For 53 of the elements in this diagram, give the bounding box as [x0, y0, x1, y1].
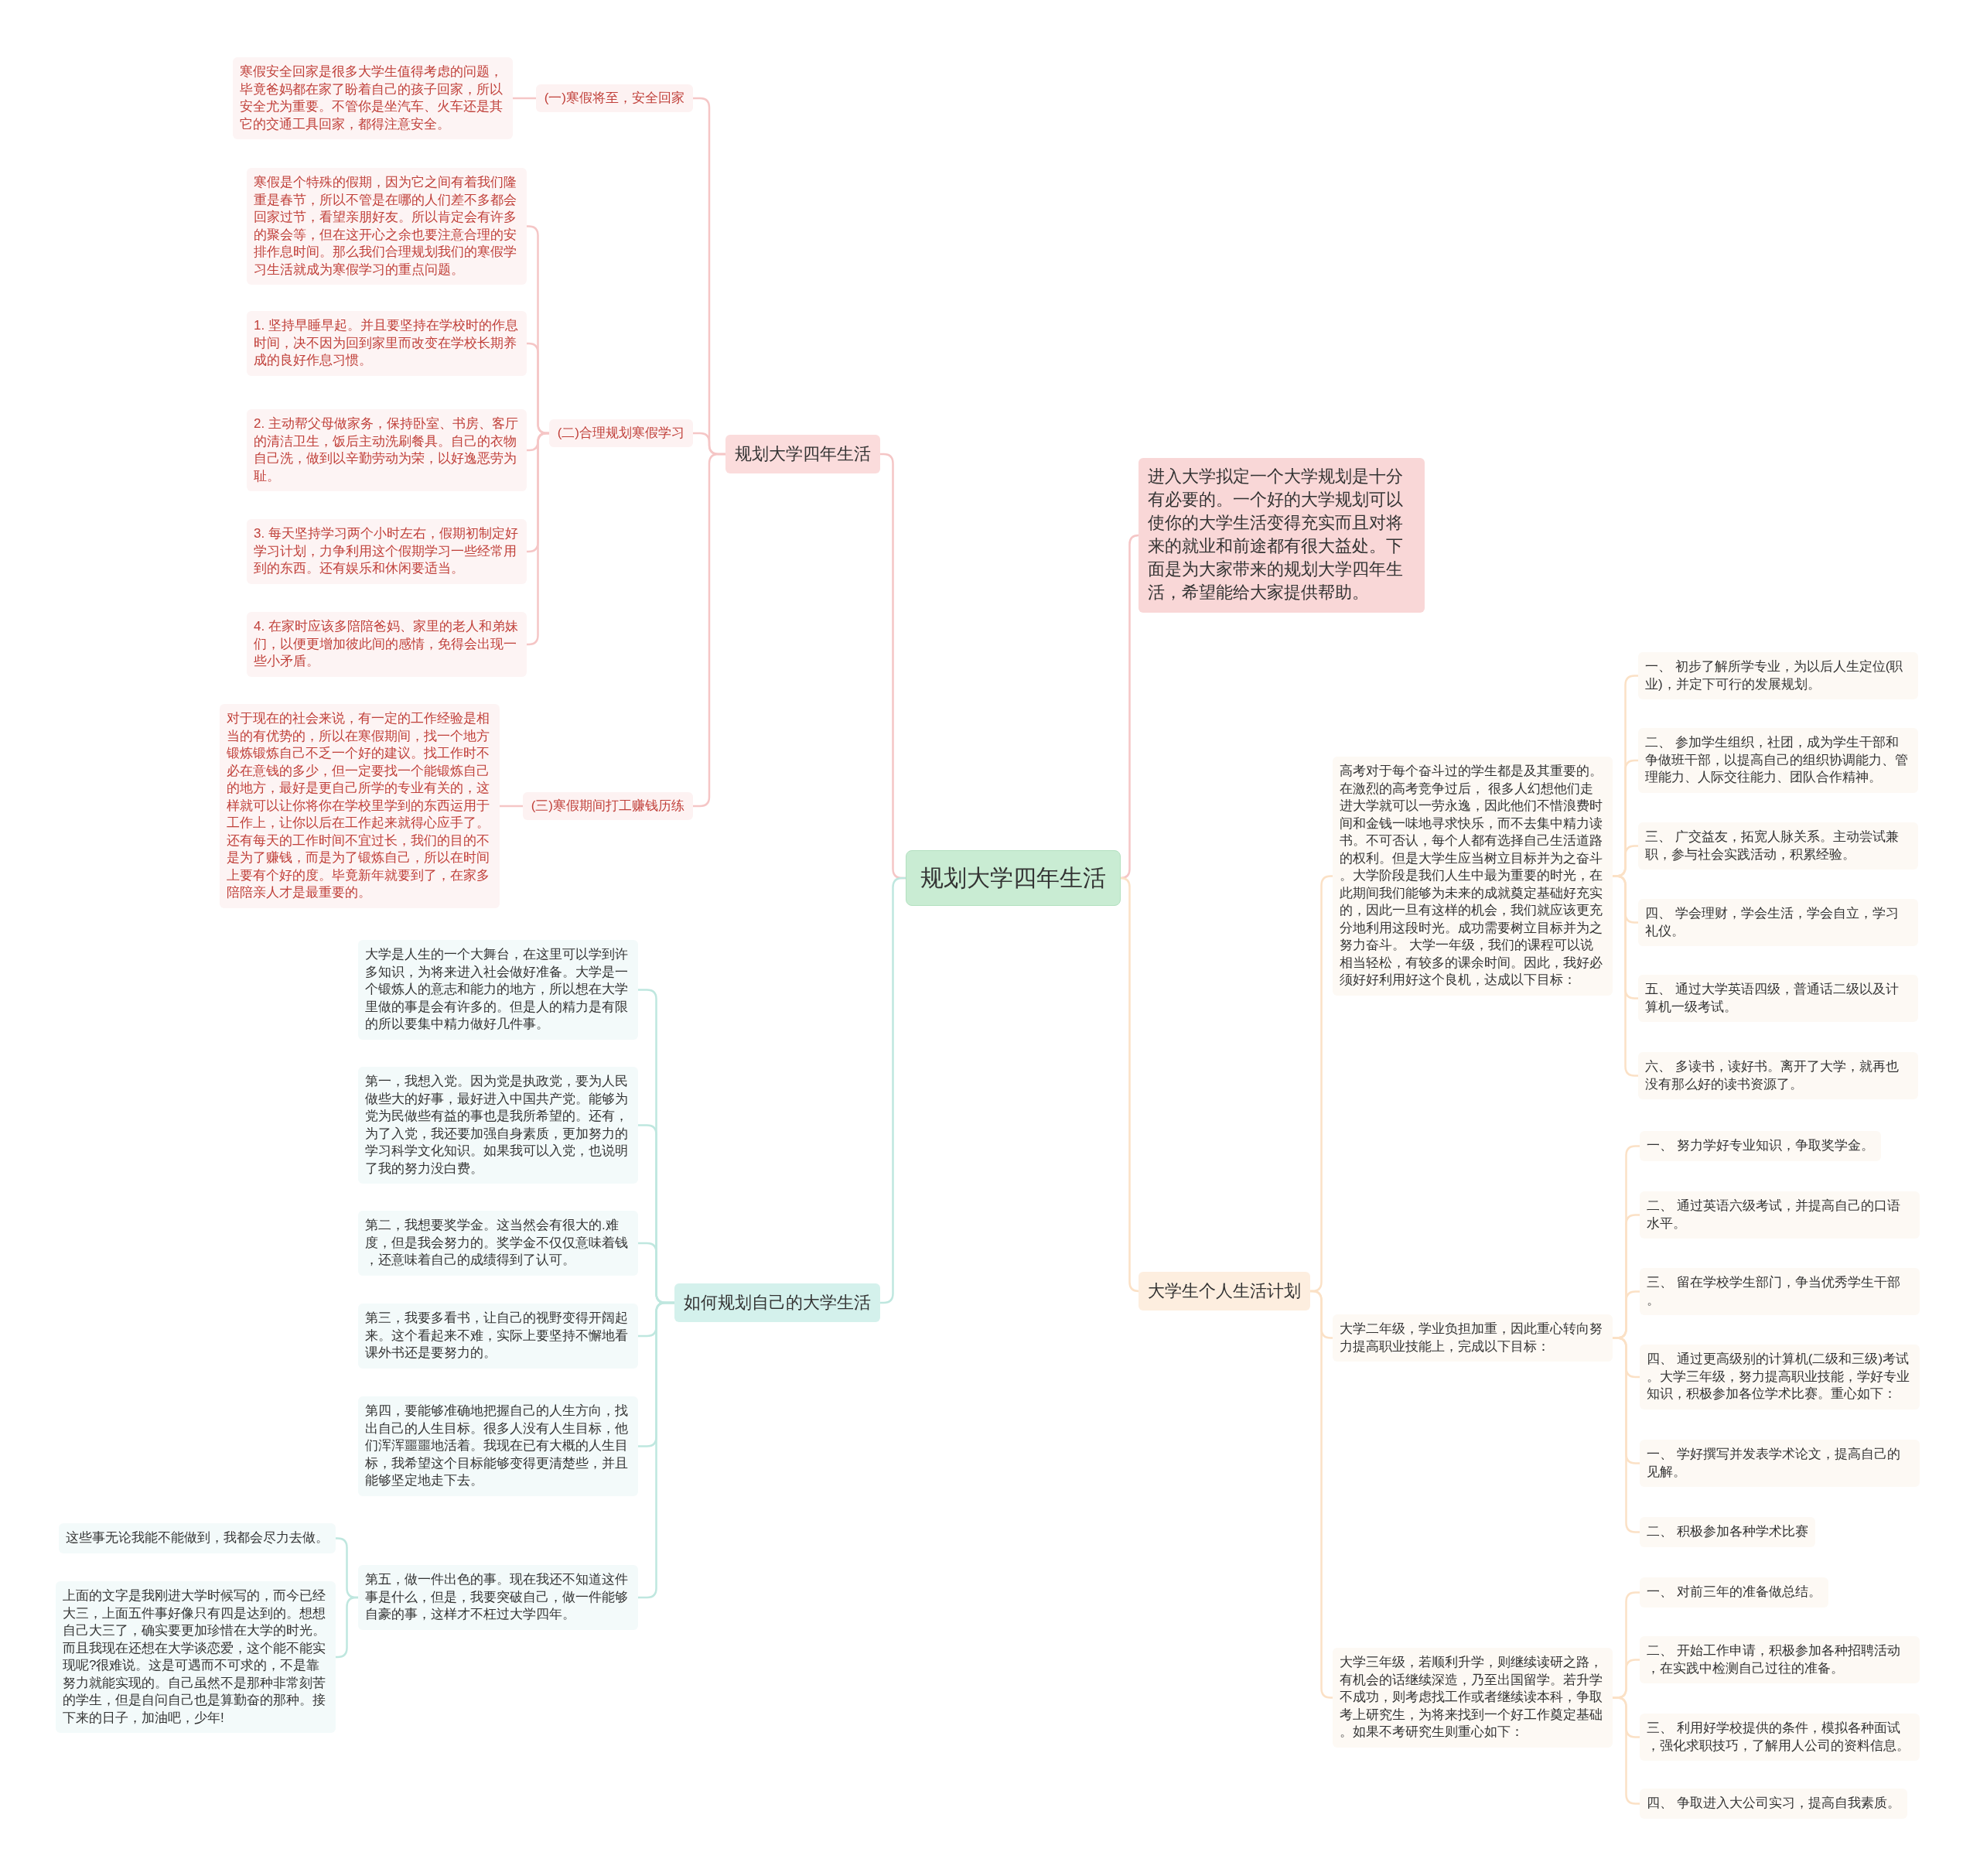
- connector-line: [527, 432, 549, 646]
- connector-line: [1309, 1290, 1333, 1699]
- note-box: 四、 通过更高级别的计算机(二级和三级)考试。大学三年级，努力提高职业技能，学好专业知识，积极参加各位学术比赛。重心如下：: [1640, 1345, 1920, 1410]
- note-box: 1. 坚持早睡早起。并且要坚持在学校时的作息时间，决不因为回到家里而改变在学校长期养成的良好作息习惯。: [247, 311, 527, 376]
- connector-line: [638, 1301, 674, 1599]
- connector-line: [1119, 876, 1140, 1293]
- note-box: 高考对于每个奋斗过的学生都是及其重要的。在激烈的高考竞争过后， 很多人幻想他们走进大学就可以一劳永逸，因此他们不惜浪费时间和金钱一味地寻求快乐，而不去集中精力读书。不可否认，每个人都有选择自己生活道路的权利。但是大学生应当树立目标并为之奋斗。大学阶段是我们人生中最为重要的时光，在此期间我们能够为未来的成就奠定基础好充实的，因此一旦有这样的机会，我们就应该更充分地利用这段时光。成功需要树立目标并为之努力奋斗。 大学一年级，我们的课程可以说相当轻松，有较多的课余时间。因此，我好必须好好利用好这个良机，达成以下目标：: [1333, 757, 1613, 996]
- note-box: 对于现在的社会来说，有一定的工作经验是相当的有优势的，所以在寒假期间，找一个地方锻炼锻炼自己不乏一个好的建议。找工作时不必在意钱的多少，但一定要找一个能锻炼自己的地方，最好是更自己所学的专业有关的，这样就可以让你将你在学校里学到的东西运用于工作上，让你以后在工作起来就得心应手了。还有每天的工作时间不宜过长，我们的目的不是为了赚钱，而是为了锻炼自己，所以在时间上要有个好的度。毕竟新年就要到了，在家多陪陪亲人才是最重要的。: [220, 704, 500, 908]
- subtopic-box: (一)寒假将至，安全回家: [535, 84, 693, 112]
- note-box: 第五，做一件出色的事。现在我还不知道这件事是什么，但是，我要突破自己，做一件能够自豪的事，这样才不枉过大学四年。: [358, 1565, 638, 1630]
- branch-box: 规划大学四年生活: [725, 435, 880, 473]
- note-box: 第四，要能够准确地把握自己的人生方向，找出自己的人生目标。很多人没有人生目标，他们浑浑噩噩地活着。我现在已有大概的人生目标，我希望这个目标能够变得更清楚些，并且能够坚定地走下去。: [358, 1396, 638, 1496]
- connector-line: [1613, 1697, 1640, 1805]
- note-box: 大学二年级，学业负担加重，因此重心转向努力提高职业技能上，完成以下目标：: [1333, 1314, 1613, 1362]
- note-box: 寒假是个特殊的假期，因为它之间有着我们隆重是春节，所以不管是在哪的人们差不多都会回家过节，看望亲朋好友。所以肯定会有许多的聚会等，但在这开心之余也要注意合理的安排作息时间。那么我们合理规划我们的寒假学习生活就成为寒假学习的重点问题。: [247, 168, 527, 285]
- note-box: 大学是人生的一个大舞台，在这里可以学到许多知识，为将来进入社会做好准备。大学是一个锻炼人的意志和能力的地方，所以想在大学里做的事是会有许多的。但是人的精力是有限的所以要集中精力做好几件事。: [358, 940, 638, 1040]
- note-box: 4. 在家时应该多陪陪爸妈、家里的老人和弟妹们，以便更增加彼此间的感情，免得会出现一些小矛盾。: [247, 612, 527, 677]
- connector-line: [336, 1596, 358, 1659]
- branch-box: 如何规划自己的大学生活: [674, 1283, 880, 1322]
- connector-line: [1613, 1337, 1640, 1533]
- note-box: 三、 利用好学校提供的条件，模拟各种面试，强化求职技巧，了解用人公司的资料信息。: [1640, 1714, 1920, 1761]
- note-box: 二、 开始工作申请，积极参加各种招聘活动，在实践中检测自己过往的准备。: [1640, 1636, 1920, 1683]
- text-box: 进入大学拟定一个大学规划是十分有必要的。一个好的大学规划可以使你的大学生活变得充实而且对将来的就业和前途都有很大益处。下面是为大家带来的规划大学四年生活，希望能给大家提供帮助。: [1138, 458, 1425, 613]
- note-box: 二、 通过英语六级考试，并提高自己的口语水平。: [1640, 1191, 1920, 1239]
- note-box: 六、 多读书，读好书。离开了大学，就再也没有那么好的读书资源了。: [1638, 1052, 1918, 1099]
- subtopic-box: (二)合理规划寒假学习: [548, 419, 693, 447]
- note-box: 三、 留在学校学生部门，争当优秀学生干部。: [1640, 1268, 1920, 1315]
- connector-line: [693, 453, 725, 808]
- note-box: 第二，我想要奖学金。这当然会有很大的.难度，但是我会努力的。奖学金不仅仅意味着钱，还意味着自己的成绩得到了认可。: [358, 1211, 638, 1276]
- note-box: 五、 通过大学英语四级，普通话二级以及计算机一级考试。: [1638, 975, 1918, 1022]
- note-box: 这些事无论我能不能做到，我都会尽力去做。: [59, 1523, 336, 1553]
- note-box: 一、 学好撰写并发表学术论文，提高自己的见解。: [1640, 1440, 1920, 1487]
- note-box: 二、 积极参加各种学术比赛: [1640, 1517, 1815, 1547]
- branch-box: 大学生个人生活计划: [1138, 1272, 1310, 1310]
- note-box: 二、 参加学生组织，社团，成为学生干部和争做班干部，以提高自己的组织协调能力、管理能力、人际交往能力、团队合作精神。: [1638, 728, 1918, 793]
- note-box: 寒假安全回家是很多大学生值得考虑的问题，毕竟爸妈都在家了盼着自己的孩子回家，所以安全尤为重要。不管你是坐汽车、火车还是其它的交通工具回家，都得注意安全。: [233, 57, 513, 139]
- note-box: 第三，我要多看书，让自己的视野变得开阔起来。这个看起来不难，实际上要坚持不懈地看课外书还是要努力的。: [358, 1304, 638, 1369]
- connector-line: [500, 805, 523, 808]
- connector-line: [513, 97, 536, 100]
- note-box: 三、 广交益友，拓宽人脉关系。主动尝试兼职，参与社会实践活动，积累经验。: [1638, 822, 1918, 870]
- central-topic-box: 规划大学四年生活: [906, 850, 1121, 906]
- note-box: 上面的文字是我刚进大学时候写的，而今已经大三，上面五件事好像只有四是达到的。想想自己大三了，确实要更加珍惜在大学的时光。而且我现在还想在大学谈恋爱，这个能不能实现呢?很难说。这是可遇而不可求的，不是靠努力就能实现的。自己虽然不是那种非常刻苦的学生，但是自问自己也是算勤奋的那种。接下来的日子，加油吧，少年!: [56, 1581, 336, 1733]
- note-box: 一、 初步了解所学专业，为以后人生定位(职业)，并定下可行的发展规划。: [1638, 652, 1918, 699]
- note-box: 大学三年级，若顺利升学，则继续读研之路，有机会的话继续深造，乃至出国留学。若升学不成功，则考虑找工作或者继续读本科，争取考上研究生，为将来找到一个好工作奠定基础。如果不考研究生则重心如下：: [1333, 1648, 1613, 1748]
- note-box: 四、 争取进入大公司实习，提高自我素质。: [1640, 1789, 1907, 1819]
- note-box: 第一，我想入党。因为党是执政党，要为人民做些大的好事，最好进入中国共产党。能够为党为民做些有益的事也是我所希望的。还有，为了入党，我还要加强自身素质，更加努力的学习科学文化知识。如果我可以入党，也说明了我的努力没白费。: [358, 1067, 638, 1184]
- connector-line: [1613, 875, 1638, 1077]
- note-box: 3. 每天坚持学习两个小时左右，假期初制定好学习计划，力争利用这个假期学习一些经常用到的东西。还有娱乐和休闲要适当。: [247, 519, 527, 584]
- subtopic-box: (三)寒假期间打工赚钱历练: [522, 792, 693, 820]
- note-box: 四、 学会理财，学会生活，学会自立，学习礼仪。: [1638, 899, 1918, 946]
- note-box: 一、 对前三年的准备做总结。: [1640, 1577, 1828, 1608]
- note-box: 2. 主动帮父母做家务，保持卧室、书房、客厅的清洁卫生，饭后主动洗刷餐具。自己的衣物自己洗，做到以辛勤劳动为荣，以好逸恶劳为耻。: [247, 409, 527, 491]
- note-box: 一、 努力学好专业知识，争取奖学金。: [1640, 1131, 1881, 1161]
